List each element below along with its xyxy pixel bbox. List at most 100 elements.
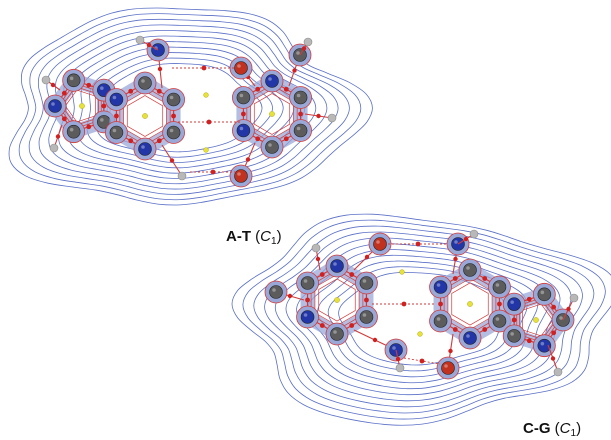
cg-atom-highlight [303,279,308,283]
at-inner-contour [126,95,164,137]
cg-nitrogen-atom [300,310,315,324]
at-bond-critical-point [316,113,321,119]
cg-oxygen-atom [373,237,387,251]
cg-carbon-atom [330,327,344,341]
cg-bond-critical-point [551,330,557,336]
cg-bond-critical-point [526,338,532,344]
at-pair-label: A-T (C1) [226,228,282,247]
at-bond-critical-point [255,136,261,142]
at-bond-critical-point [146,42,152,48]
cg-bond-critical-point [364,297,369,303]
at-hbond-critical-point [210,169,216,175]
at-bond-critical-point [283,86,289,92]
at-atom-highlight [268,143,272,147]
at-hydrogen-atom [49,143,59,153]
at-hydrogen-atom [135,35,145,45]
cg-hbond-critical-point [415,241,421,247]
cg-outer-contour [231,213,611,426]
at-bond-critical-point [86,82,92,88]
cg-carbon-atom [492,280,507,294]
cg-bond-critical-point [497,301,502,307]
cg-symmetry-sub: 1 [570,428,577,439]
at-paren-open: ( [251,228,261,245]
cg-bond-critical-point [453,256,458,262]
at-atom-highlight [268,77,272,81]
at-paren-close: ) [276,228,282,245]
at-inner-contour [253,93,291,135]
cg-outer-contour [253,225,595,414]
at-atom-highlight [141,145,145,149]
at-carbon-atom [66,73,81,88]
at-atom-highlight [100,86,104,90]
cg-atom-highlight [466,334,470,338]
cg-atom-highlight [333,330,337,334]
cg-bond-critical-point [482,327,488,332]
cg-atom-highlight [436,283,441,287]
cg-bond-critical-point [550,356,556,361]
cg-nitrogen-atom [537,338,552,353]
cg-oxygen-atom [441,361,455,375]
cg-bond-critical-point [511,317,517,323]
cg-bond-critical-point [364,254,370,260]
at-carbon-atom [66,124,81,139]
cg-hydrogen-atom [395,363,405,373]
at-pair-name: A-T [226,228,251,245]
cg-ring-critical-point [467,301,473,307]
at-carbon-atom [166,125,181,140]
at-carbon-atom [236,90,251,105]
at-bond-critical-point [50,82,56,88]
at-atom-highlight [51,102,55,106]
cg-outer-contour [285,243,561,396]
cg-hydrogen-atom [553,367,563,377]
cg-bond-critical-point [463,236,469,242]
cg-carbon-atom [359,276,374,290]
cg-atom-highlight [376,240,380,244]
at-hbond-critical-point [201,65,207,71]
cg-atom-highlight [444,364,448,368]
cg-nitrogen-atom [433,280,448,294]
cg-bond-critical-point [287,293,293,299]
at-ring-critical-point [79,103,85,109]
cg-ring-critical-point [417,331,423,337]
at-atom-highlight [141,79,145,83]
cg-bond-critical-point [349,323,355,328]
at-nitrogen-atom [138,142,152,156]
at-nitrogen-atom [109,92,124,107]
cg-bond-critical-point [551,304,557,310]
cg-bond-critical-point [315,256,321,262]
at-carbon-atom [293,90,308,105]
at-bond-critical-point [61,116,67,122]
cg-carbon-atom [507,329,521,343]
at-ring-critical-point [142,113,148,119]
at-carbon-atom [293,123,308,138]
at-ring-critical-point [203,92,209,98]
at-bond-critical-point [156,138,162,144]
at-carbon-atom [265,140,279,154]
at-outer-contour [8,7,373,206]
cg-bond-critical-point [482,276,488,281]
at-hbond-critical-point [206,119,212,125]
cg-carbon-atom [359,310,374,324]
cg-paren-close: ) [576,420,582,437]
cg-base-pair-diagram [231,213,611,426]
cg-atom-highlight [466,266,470,270]
at-atom-highlight [296,51,300,55]
cg-bond-critical-point [438,301,443,307]
cg-atom-highlight [495,283,500,287]
cg-hydrogen-atom [469,229,479,239]
at-bond-critical-point [171,113,176,119]
at-bond-critical-point [55,134,61,139]
at-atom-highlight [169,95,174,100]
cg-hbond-critical-point [401,301,407,307]
cg-paren-open: ( [550,420,560,437]
cg-pair-name: C-G [523,420,551,437]
at-outer-contour [28,18,350,195]
at-atom-highlight [69,127,74,132]
cg-outer-contour [242,219,606,420]
at-carbon-atom [166,92,181,107]
cg-carbon-atom [433,314,448,328]
cg-carbon-atom [537,287,552,302]
cg-bond-critical-point [349,272,355,277]
at-symmetry-sub: 1 [271,236,277,247]
